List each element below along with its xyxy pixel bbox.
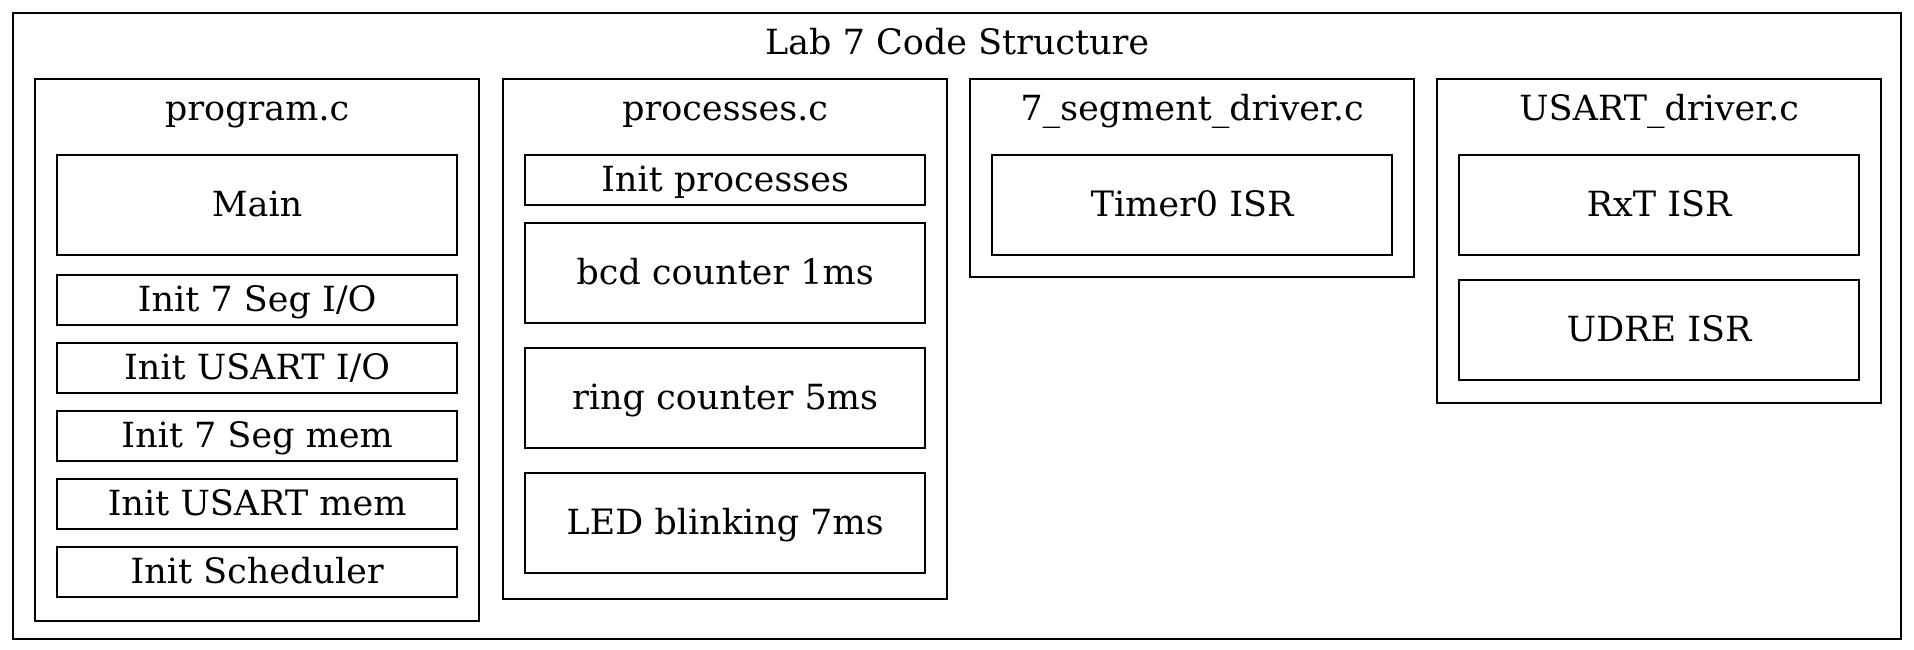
cluster-label: program.c xyxy=(164,89,350,129)
node-init-processes: Init processes xyxy=(524,154,926,206)
outer-cluster: Lab 7 Code Structure program.c Main Init… xyxy=(12,12,1902,640)
cluster-label: 7_segment_driver.c xyxy=(1020,89,1364,129)
node-bcd-counter: bcd counter 1ms xyxy=(524,222,926,324)
node-led-blinking: LED blinking 7ms xyxy=(524,472,926,574)
cluster-program-c: program.c Main Init 7 Seg I/O Init USART… xyxy=(34,78,480,622)
cluster-7-segment-driver-c: 7_segment_driver.c Timer0 ISR xyxy=(969,78,1415,278)
cluster-label: USART_driver.c xyxy=(1519,89,1799,129)
node-rxt-isr: RxT ISR xyxy=(1458,154,1860,256)
node-timer0-isr: Timer0 ISR xyxy=(991,154,1393,256)
node-init-7-seg-mem: Init 7 Seg mem xyxy=(56,410,458,462)
node-init-usart-io: Init USART I/O xyxy=(56,342,458,394)
cluster-label: processes.c xyxy=(622,89,828,129)
node-udre-isr: UDRE ISR xyxy=(1458,279,1860,381)
node-init-usart-mem: Init USART mem xyxy=(56,478,458,530)
cluster-usart-driver-c: USART_driver.c RxT ISR UDRE ISR xyxy=(1436,78,1882,404)
node-main: Main xyxy=(56,154,458,256)
cluster-processes-c: processes.c Init processes bcd counter 1… xyxy=(502,78,948,600)
node-init-7-seg-io: Init 7 Seg I/O xyxy=(56,274,458,326)
node-ring-counter: ring counter 5ms xyxy=(524,347,926,449)
node-init-scheduler: Init Scheduler xyxy=(56,546,458,598)
diagram-title: Lab 7 Code Structure xyxy=(764,23,1150,63)
